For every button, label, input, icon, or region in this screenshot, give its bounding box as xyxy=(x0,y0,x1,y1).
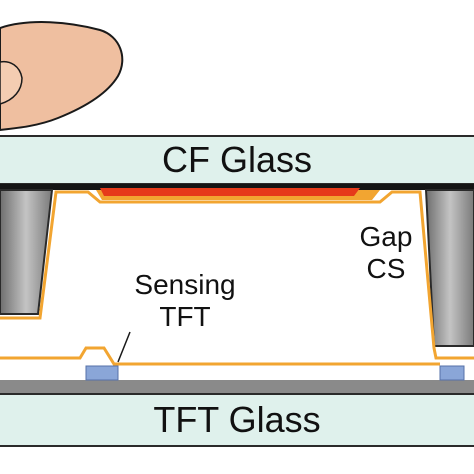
cf-glass-label: CF Glass xyxy=(161,139,312,180)
left-spacer-column xyxy=(0,189,54,315)
fingernail-icon xyxy=(0,60,23,105)
sensing-label: Sensing xyxy=(134,269,236,300)
tft-substrate xyxy=(0,380,474,394)
tft-label: TFT xyxy=(159,301,211,332)
tft-glass-layer xyxy=(0,393,474,447)
conductive-trace xyxy=(0,190,474,360)
sensing-tft-pad xyxy=(85,365,119,381)
bottom-trace xyxy=(0,346,440,366)
gap-cs-spacer-column xyxy=(424,189,474,347)
sensing-tft-leader xyxy=(117,331,131,363)
right-tft-pad xyxy=(439,365,465,381)
red-electrode xyxy=(100,188,360,196)
finger-icon xyxy=(0,21,124,132)
black-matrix xyxy=(0,184,474,190)
gap-label: Gap xyxy=(359,221,413,252)
tft-glass-label: TFT Glass xyxy=(153,399,321,440)
cs-label: CS xyxy=(366,253,406,284)
